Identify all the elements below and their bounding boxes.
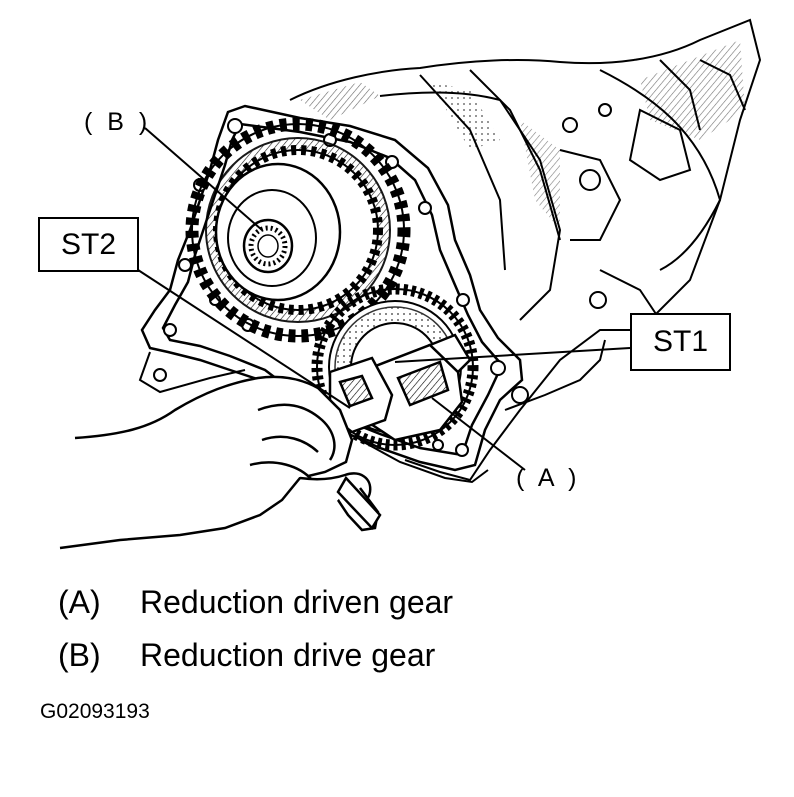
- st1-callout: ST1: [630, 313, 731, 371]
- tool-handle-bar: [336, 475, 382, 531]
- legend-key-b: (B): [58, 637, 101, 673]
- legend-item-a: (A) Reduction driven gear: [58, 584, 453, 621]
- legend-text-b: Reduction drive gear: [140, 637, 436, 673]
- part-label-a: ( A ): [516, 464, 581, 492]
- figure-id: G02093193: [40, 700, 150, 723]
- housing-lower-flange: [138, 339, 606, 484]
- cover-bolt-holes: [163, 118, 506, 457]
- leader-line-st2: [134, 267, 351, 409]
- leader-line-a: [431, 397, 526, 471]
- legend-key-a: (A): [58, 584, 101, 620]
- housing-hatching: [300, 40, 745, 230]
- reduction-drive-hub: [214, 162, 342, 302]
- st2-label: ST2: [60, 227, 117, 261]
- part-label-b: ( B ): [84, 108, 152, 136]
- leader-lines: [134, 127, 631, 471]
- st1-label: ST1: [652, 325, 709, 358]
- leader-line-b: [144, 127, 263, 231]
- legend-item-b: (B) Reduction drive gear: [58, 637, 435, 674]
- st2-callout: ST2: [38, 217, 139, 272]
- leader-line-st1: [394, 347, 631, 363]
- legend-text-a: Reduction driven gear: [140, 584, 454, 620]
- technician-hand: [59, 375, 380, 550]
